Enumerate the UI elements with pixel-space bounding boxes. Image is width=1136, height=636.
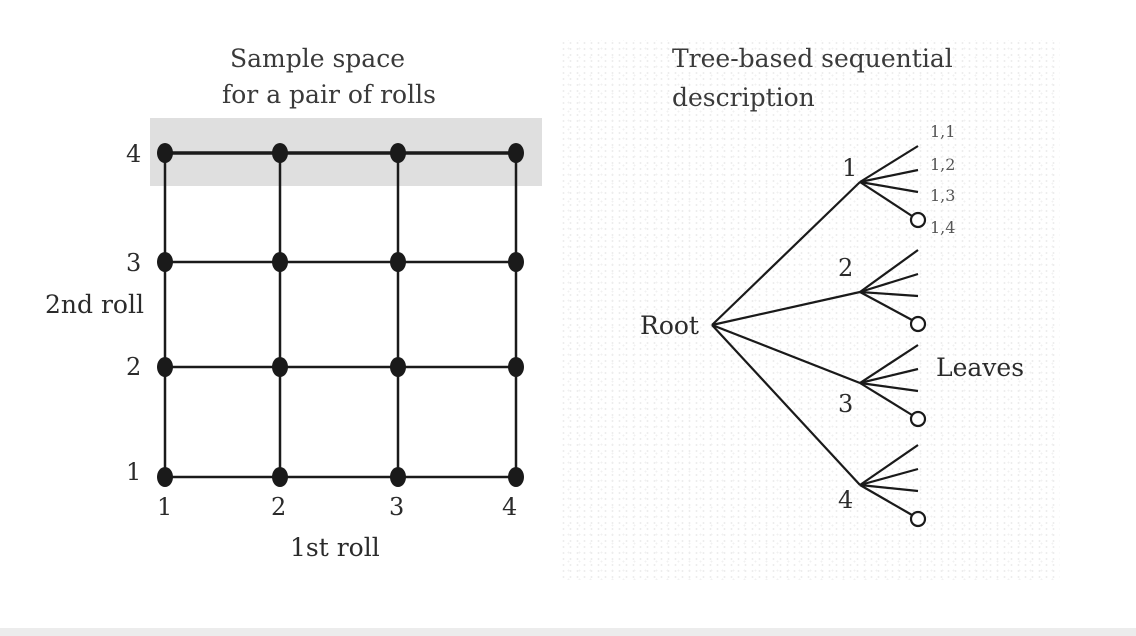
sample-point-1-3 (157, 252, 173, 272)
tree-lines (711, 181, 861, 486)
leaf-label-1-3: 1,3 (930, 186, 956, 205)
leaf-label-1-4: 1,4 (930, 218, 956, 237)
x-tick-4: 4 (502, 493, 518, 521)
leaf-node-2 (909, 315, 927, 333)
leaf-node-3 (909, 410, 927, 428)
leaf-edge-2-3 (859, 290, 919, 298)
sample-point-4-3 (508, 252, 524, 272)
y-axis-label: 2nd roll (45, 290, 144, 319)
leaf-edge-3-1 (859, 344, 919, 384)
sample-point-2-3 (272, 252, 288, 272)
sample-point-1-1 (157, 467, 173, 487)
sample-point-1-2 (157, 357, 173, 377)
leaf-edge-3-4 (859, 382, 913, 416)
grid-lines (163, 151, 518, 479)
leaf-label-1-2: 1,2 (930, 155, 956, 174)
x-tick-2: 2 (271, 493, 287, 521)
leaf-edge-2-4 (859, 291, 913, 321)
sample-point-3-4 (390, 143, 406, 163)
leaf-edge-1-1 (859, 145, 919, 183)
branch-label-1: 1 (842, 154, 858, 182)
sample-space-subtitle: for a pair of rolls (222, 80, 436, 109)
leaf-edge-1-2 (859, 168, 919, 184)
sample-point-3-1 (390, 467, 406, 487)
leaf-edge-4-4 (859, 484, 913, 516)
bottom-border (0, 628, 1136, 636)
root-branch-4 (711, 324, 861, 486)
branch-label-3: 3 (838, 390, 854, 418)
branch-label-4: 4 (838, 486, 854, 514)
leaf-edge-3-2 (859, 367, 919, 385)
leaf-edge-4-2 (859, 467, 919, 487)
sample-point-2-1 (272, 467, 288, 487)
leaf-edge-2-2 (859, 272, 919, 294)
leaf-node-1 (909, 211, 927, 229)
y-tick-1: 1 (126, 458, 142, 486)
sample-point-4-1 (508, 467, 524, 487)
sample-point-1-4 (157, 143, 173, 163)
tree-subtitle: description (672, 83, 815, 112)
sample-point-3-3 (390, 252, 406, 272)
root-branch-1 (711, 181, 861, 326)
sample-point-4-4 (508, 143, 524, 163)
y-tick-4: 4 (126, 140, 142, 168)
y-tick-2: 2 (126, 353, 142, 381)
root-label: Root (640, 311, 699, 340)
speckle-texture-right (560, 40, 1060, 580)
sample-point-2-2 (272, 357, 288, 377)
sample-point-2-4 (272, 143, 288, 163)
root-branch-2 (711, 290, 861, 327)
leaf-edge-2-1 (859, 249, 919, 293)
root-branch-3 (711, 323, 861, 385)
leaf-edge-4-3 (859, 483, 919, 493)
branch-label-2: 2 (838, 254, 854, 282)
leaves-label: Leaves (936, 353, 1025, 382)
leaf-edge-3-3 (859, 381, 919, 393)
sample-point-3-2 (390, 357, 406, 377)
x-tick-3: 3 (389, 493, 405, 521)
sample-point-4-2 (508, 357, 524, 377)
tree-leaves (859, 145, 927, 528)
y-tick-3: 3 (126, 249, 142, 277)
tree-title: Tree-based sequential (672, 44, 953, 73)
x-tick-1: 1 (157, 493, 173, 521)
x-axis-label: 1st roll (290, 533, 380, 562)
leaf-edge-4-1 (859, 444, 919, 486)
sample-space-title: Sample space (230, 44, 406, 73)
leaf-edge-1-4 (859, 181, 913, 217)
leaf-node-4 (909, 510, 927, 528)
leaf-label-1-1: 1,1 (930, 122, 956, 141)
leaf-edge-1-3 (859, 180, 919, 194)
grid-points (157, 143, 524, 487)
